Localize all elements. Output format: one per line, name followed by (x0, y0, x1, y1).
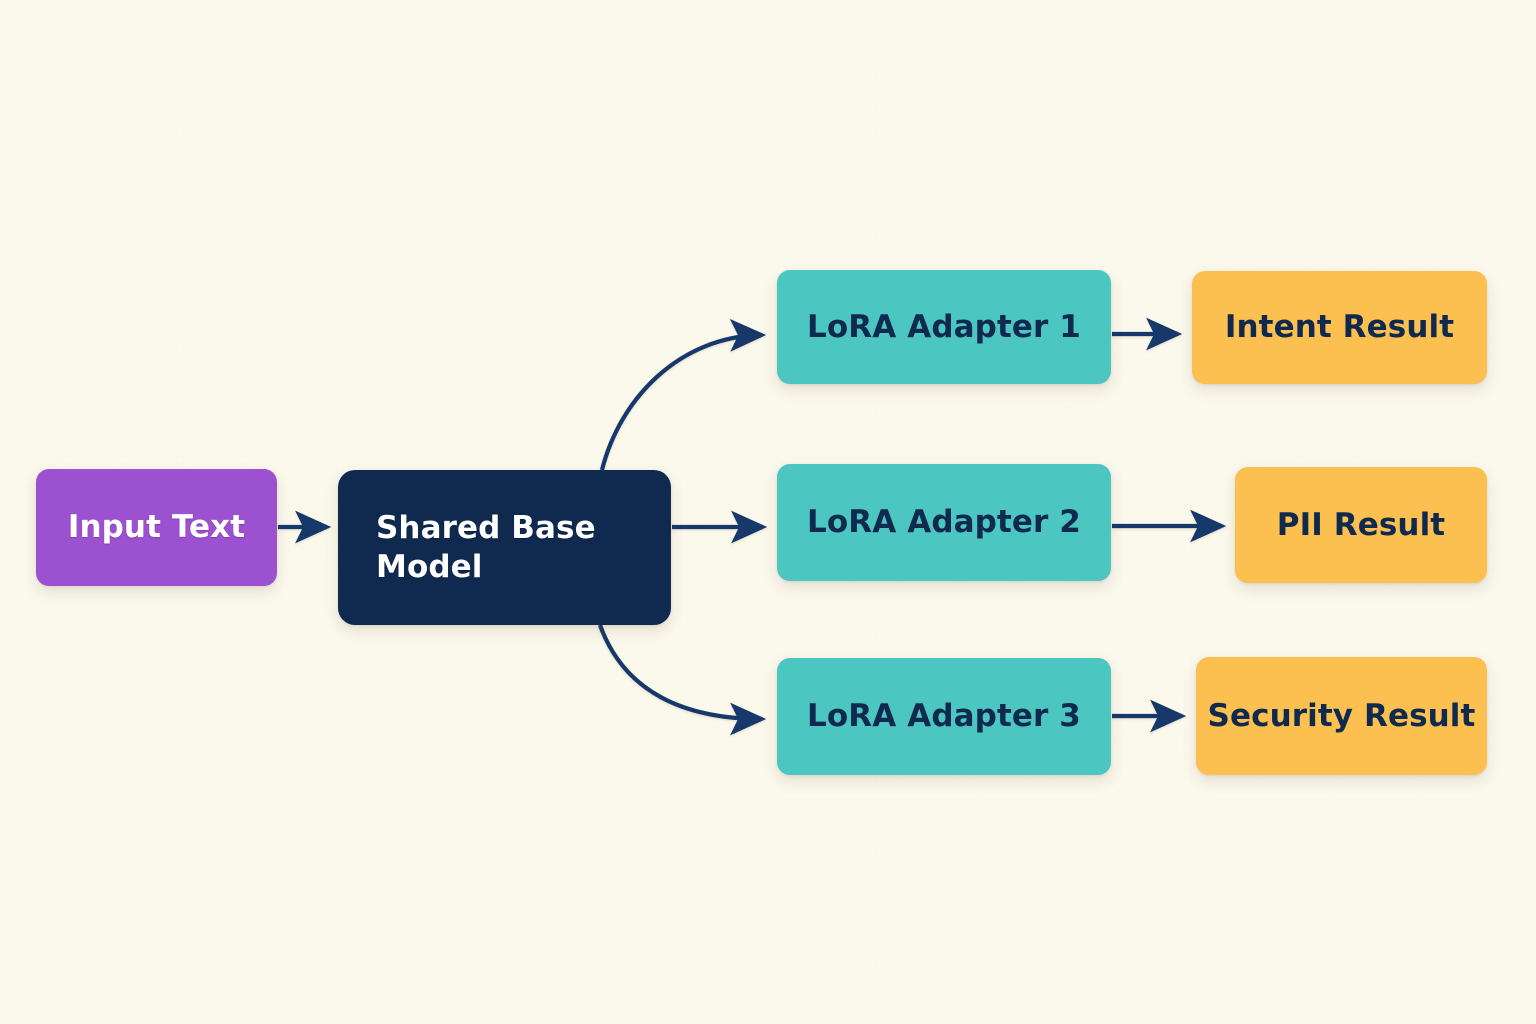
node-lora-adapter-1-label: LoRA Adapter 1 (807, 308, 1081, 345)
node-lora-adapter-1[interactable]: LoRA Adapter 1 (777, 270, 1111, 384)
node-input-text[interactable]: Input Text (36, 469, 277, 586)
node-shared-base-model[interactable]: Shared Base Model (338, 470, 671, 625)
node-lora-adapter-3-label: LoRA Adapter 3 (807, 698, 1081, 735)
node-security-result[interactable]: Security Result (1196, 657, 1487, 775)
node-intent-result-label: Intent Result (1224, 309, 1455, 346)
node-pii-result-label: PII Result (1276, 506, 1446, 543)
node-shared-base-model-label: Shared Base Model (376, 510, 596, 585)
edge-base-to-adapter-1 (599, 319, 767, 471)
edge-base-to-adapter-3 (598, 624, 767, 736)
node-security-result-label: Security Result (1207, 697, 1476, 734)
node-pii-result[interactable]: PII Result (1235, 467, 1487, 583)
node-intent-result[interactable]: Intent Result (1192, 271, 1487, 384)
node-lora-adapter-2-label: LoRA Adapter 2 (807, 504, 1081, 541)
node-lora-adapter-3[interactable]: LoRA Adapter 3 (777, 658, 1111, 775)
node-lora-adapter-2[interactable]: LoRA Adapter 2 (777, 464, 1111, 581)
node-input-text-label: Input Text (67, 509, 246, 546)
